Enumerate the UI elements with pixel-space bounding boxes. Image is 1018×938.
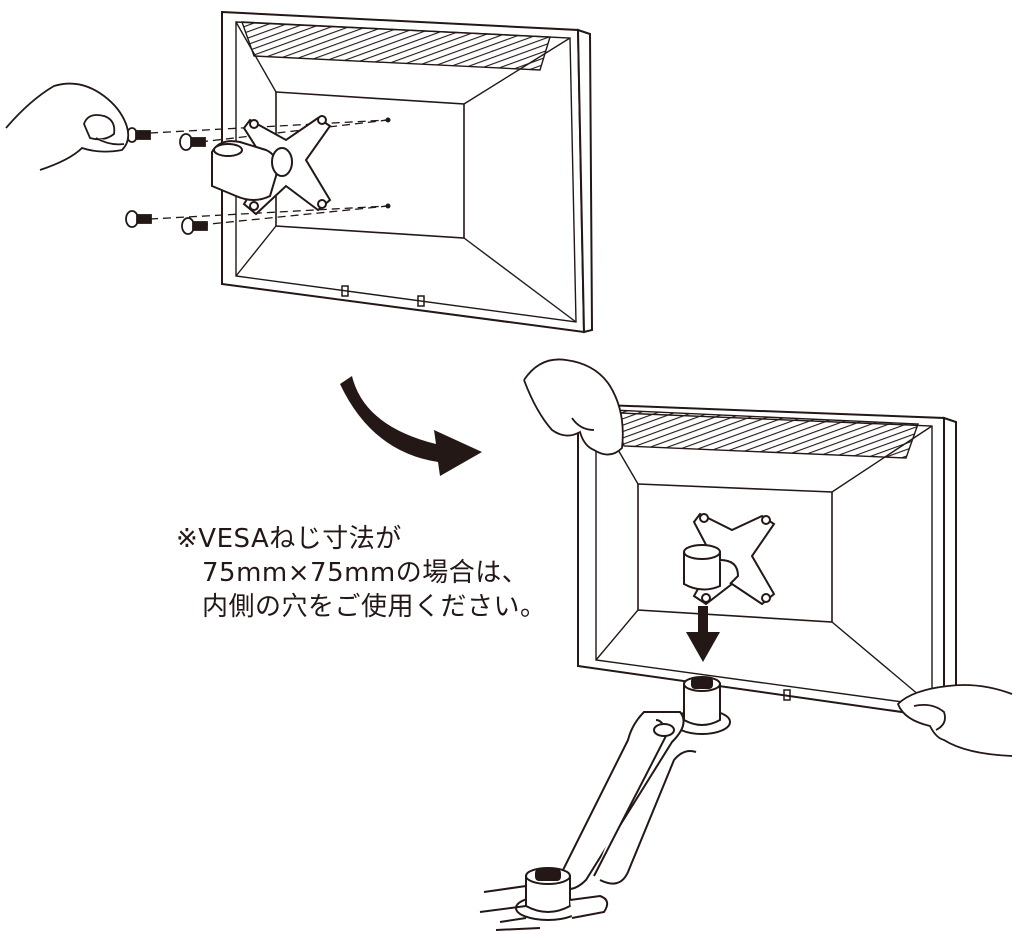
port-slot [783,689,791,701]
down-arrow-icon [686,606,720,662]
alignment-lines-top [149,119,389,226]
monitor-arm [479,676,731,931]
hand-icon-top [523,358,624,456]
vesa-bracket-top [211,115,332,216]
screw-icon [125,210,152,228]
screw-icon [181,217,208,235]
vesa-bracket-bottom [683,512,776,606]
screw-icon [126,127,151,143]
vesa-note: ※VESAねじ寸法が 75mm×75mmの場合は、 内側の穴をご使用ください。 [176,522,547,624]
hand-icon-left [5,82,130,171]
screw-icon [179,133,206,151]
monitor-back-bottom [577,402,957,720]
note-line-3: 内側の穴をご使用ください。 [202,592,547,622]
curved-arrow-icon [340,376,482,476]
note-line-2: 75mm×75mmの場合は、 [202,558,529,588]
screw-icon-group-top [125,127,208,235]
vent-grille-top [240,21,551,71]
hand-icon-right [896,684,1013,757]
note-line-1: ※VESAねじ寸法が [176,524,402,554]
